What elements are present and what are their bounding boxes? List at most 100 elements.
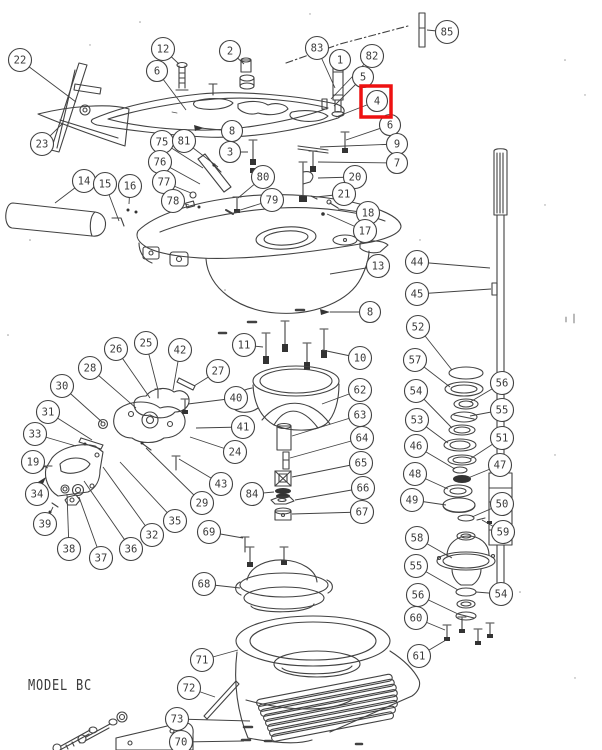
callout-46[interactable]: 46 bbox=[403, 433, 429, 459]
callout-11[interactable]: 11 bbox=[231, 332, 257, 358]
highlight-box[interactable] bbox=[359, 84, 393, 119]
callout-56[interactable]: 56 bbox=[489, 370, 515, 396]
callout-67[interactable]: 67 bbox=[349, 499, 375, 525]
callout-leader-lines bbox=[19, 29, 504, 743]
callout-19[interactable]: 19 bbox=[20, 449, 46, 475]
callout-37[interactable]: 37 bbox=[88, 545, 114, 571]
callout-55[interactable]: 55 bbox=[489, 397, 515, 423]
callout-3[interactable]: 3 bbox=[218, 140, 242, 164]
callout-8[interactable]: 8 bbox=[220, 119, 244, 143]
callout-55[interactable]: 55 bbox=[403, 553, 429, 579]
callout-85[interactable]: 85 bbox=[434, 19, 460, 45]
callout-23[interactable]: 23 bbox=[29, 131, 55, 157]
callout-51[interactable]: 51 bbox=[489, 425, 515, 451]
callout-47[interactable]: 47 bbox=[487, 452, 513, 478]
callout-73[interactable]: 73 bbox=[164, 706, 190, 732]
callout-57[interactable]: 57 bbox=[402, 347, 428, 373]
callout-21[interactable]: 21 bbox=[331, 181, 357, 207]
callout-25[interactable]: 25 bbox=[133, 330, 159, 356]
callout-63[interactable]: 63 bbox=[347, 402, 373, 428]
callout-8[interactable]: 8 bbox=[358, 300, 382, 324]
callout-4[interactable]: 4 bbox=[365, 89, 389, 113]
callout-36[interactable]: 36 bbox=[118, 536, 144, 562]
callout-35[interactable]: 35 bbox=[162, 508, 188, 534]
callout-44[interactable]: 44 bbox=[404, 249, 430, 275]
callout-65[interactable]: 65 bbox=[348, 450, 374, 476]
callout-58[interactable]: 58 bbox=[404, 525, 430, 551]
callout-79[interactable]: 79 bbox=[259, 187, 285, 213]
callout-16[interactable]: 16 bbox=[117, 173, 143, 199]
callout-84[interactable]: 84 bbox=[239, 481, 265, 507]
callout-59[interactable]: 59 bbox=[490, 519, 516, 545]
callout-75[interactable]: 75 bbox=[149, 129, 175, 155]
callout-53[interactable]: 53 bbox=[404, 407, 430, 433]
callout-29[interactable]: 29 bbox=[189, 490, 215, 516]
callout-80[interactable]: 80 bbox=[250, 164, 276, 190]
callout-70[interactable]: 70 bbox=[168, 729, 194, 750]
callout-38[interactable]: 38 bbox=[56, 536, 82, 562]
callout-15[interactable]: 15 bbox=[92, 171, 118, 197]
callout-64[interactable]: 64 bbox=[349, 425, 375, 451]
callout-42[interactable]: 42 bbox=[167, 337, 193, 363]
callout-50[interactable]: 50 bbox=[489, 491, 515, 517]
callout-61[interactable]: 61 bbox=[406, 643, 432, 669]
callout-9[interactable]: 9 bbox=[385, 132, 409, 156]
callout-82[interactable]: 82 bbox=[359, 43, 385, 69]
callout-10[interactable]: 10 bbox=[347, 345, 373, 371]
callout-30[interactable]: 30 bbox=[49, 373, 75, 399]
callout-56[interactable]: 56 bbox=[405, 582, 431, 608]
callout-24[interactable]: 24 bbox=[222, 439, 248, 465]
callout-66[interactable]: 66 bbox=[350, 475, 376, 501]
callout-22[interactable]: 22 bbox=[7, 47, 33, 73]
callout-7[interactable]: 7 bbox=[385, 151, 409, 175]
callout-54[interactable]: 54 bbox=[403, 378, 429, 404]
callout-72[interactable]: 72 bbox=[176, 675, 202, 701]
callout-17[interactable]: 17 bbox=[352, 218, 378, 244]
callout-34[interactable]: 34 bbox=[24, 481, 50, 507]
callout-number: 3 bbox=[227, 147, 233, 159]
callout-14[interactable]: 14 bbox=[71, 168, 97, 194]
callout-number: 53 bbox=[411, 415, 424, 427]
callout-number: 7 bbox=[394, 158, 400, 170]
callout-77[interactable]: 77 bbox=[151, 169, 177, 195]
callout-leader-7 bbox=[317, 161, 398, 164]
callout-40[interactable]: 40 bbox=[223, 385, 249, 411]
callout-45[interactable]: 45 bbox=[404, 281, 430, 307]
callout-33[interactable]: 33 bbox=[22, 421, 48, 447]
callout-54[interactable]: 54 bbox=[488, 581, 514, 607]
callout-6[interactable]: 6 bbox=[145, 59, 169, 83]
callout-43[interactable]: 43 bbox=[208, 471, 234, 497]
stray-marks bbox=[565, 313, 575, 324]
callout-13[interactable]: 13 bbox=[365, 253, 391, 279]
callout-number: 12 bbox=[157, 44, 170, 56]
callout-2[interactable]: 2 bbox=[218, 39, 242, 63]
callout-41[interactable]: 41 bbox=[230, 414, 256, 440]
callout-12[interactable]: 12 bbox=[150, 36, 176, 62]
callout-52[interactable]: 52 bbox=[405, 314, 431, 340]
callout-27[interactable]: 27 bbox=[205, 358, 231, 384]
callout-81[interactable]: 81 bbox=[171, 128, 197, 154]
callout-number: 65 bbox=[355, 458, 368, 470]
callout-48[interactable]: 48 bbox=[402, 461, 428, 487]
callout-number: 72 bbox=[183, 683, 196, 695]
callout-28[interactable]: 28 bbox=[77, 355, 103, 381]
callout-number: 66 bbox=[357, 483, 370, 495]
callout-1[interactable]: 1 bbox=[328, 48, 352, 72]
callout-83[interactable]: 83 bbox=[304, 35, 330, 61]
callout-26[interactable]: 26 bbox=[103, 336, 129, 362]
callout-69[interactable]: 69 bbox=[196, 519, 222, 545]
callout-60[interactable]: 60 bbox=[403, 605, 429, 631]
callout-number: 28 bbox=[84, 363, 97, 375]
callout-49[interactable]: 49 bbox=[399, 487, 425, 513]
callout-31[interactable]: 31 bbox=[35, 399, 61, 425]
callout-number: 55 bbox=[410, 561, 423, 573]
callout-39[interactable]: 39 bbox=[32, 511, 58, 537]
callout-62[interactable]: 62 bbox=[347, 377, 373, 403]
callout-32[interactable]: 32 bbox=[139, 522, 165, 548]
callout-78[interactable]: 78 bbox=[160, 188, 186, 214]
callout-20[interactable]: 20 bbox=[342, 164, 368, 190]
callout-68[interactable]: 68 bbox=[191, 571, 217, 597]
callout-number: 32 bbox=[146, 530, 159, 542]
callout-76[interactable]: 76 bbox=[147, 149, 173, 175]
callout-71[interactable]: 71 bbox=[189, 647, 215, 673]
